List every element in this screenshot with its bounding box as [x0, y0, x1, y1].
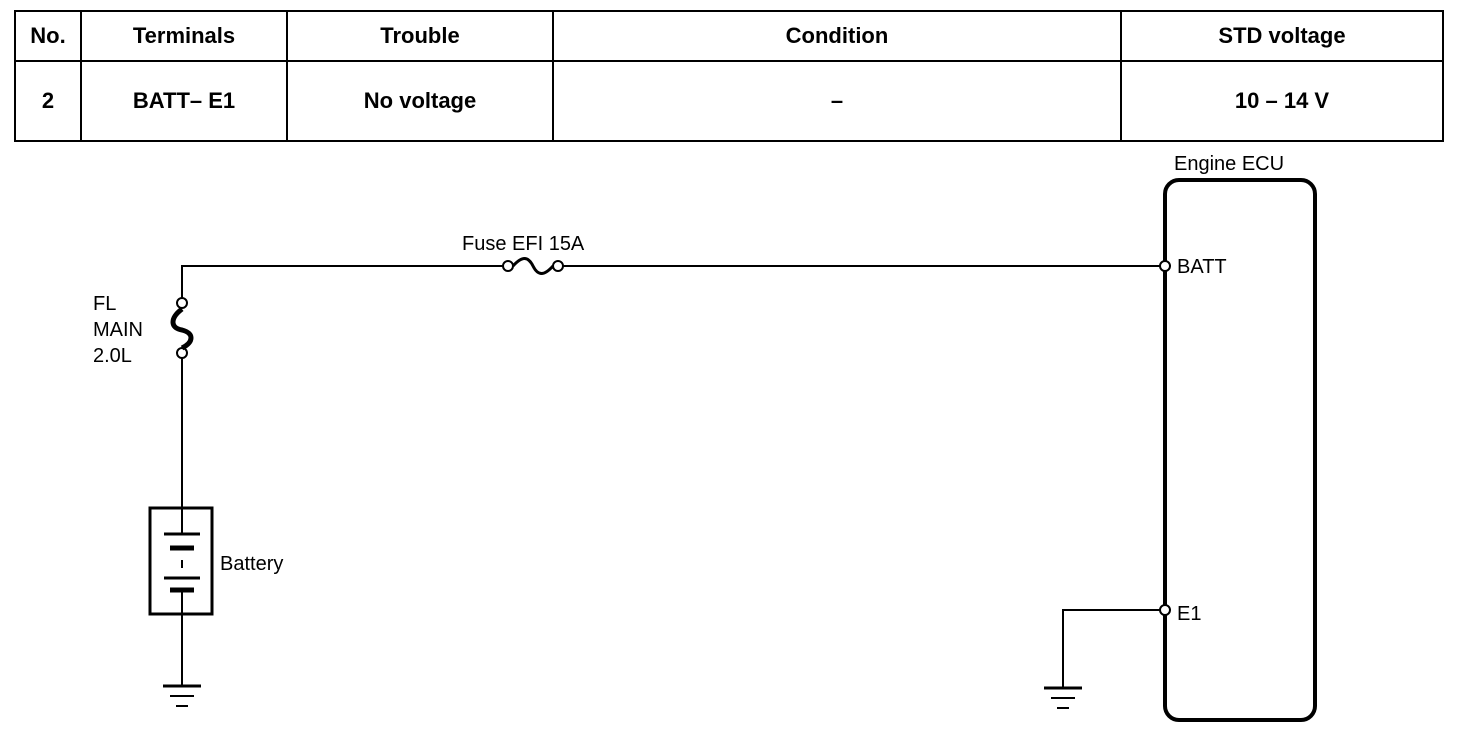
cell-terminals: BATT– E1 — [80, 60, 288, 142]
header-no: No. — [14, 10, 82, 62]
fusible-link-icon — [170, 297, 194, 359]
fl-main-label-line3: 2.0L — [93, 345, 132, 367]
ground-icon — [163, 684, 201, 707]
fl-main-label-line2: MAIN — [93, 319, 143, 341]
fl-main-label-line1: FL — [93, 293, 116, 315]
e1-terminal-node — [1159, 604, 1171, 616]
wire-batt — [181, 265, 1165, 303]
table-header-row: No. Terminals Trouble Condition STD volt… — [14, 10, 1444, 62]
cell-trouble: No voltage — [286, 60, 554, 142]
header-condition: Condition — [552, 10, 1122, 62]
wire-e1-ground — [1062, 609, 1160, 688]
battery-icon — [148, 506, 214, 616]
battery-label: Battery — [220, 553, 283, 575]
spec-table: No. Terminals Trouble Condition STD volt… — [14, 10, 1444, 142]
cell-std-voltage: 10 – 14 V — [1120, 60, 1444, 142]
cell-condition: – — [552, 60, 1122, 142]
fuse-icon — [502, 257, 564, 275]
ground-icon — [1044, 686, 1082, 709]
cell-no: 2 — [14, 60, 82, 142]
fuse-efi-label: Fuse EFI 15A — [462, 233, 585, 255]
engine-ecu-label: Engine ECU — [1174, 153, 1284, 175]
batt-terminal-node — [1159, 260, 1171, 272]
e1-terminal-label: E1 — [1177, 603, 1201, 625]
table-row: 2 BATT– E1 No voltage – 10 – 14 V — [14, 60, 1444, 142]
batt-terminal-label: BATT — [1177, 256, 1227, 278]
header-terminals: Terminals — [80, 10, 288, 62]
engine-ecu-box — [1163, 178, 1317, 722]
header-trouble: Trouble — [286, 10, 554, 62]
header-std-voltage: STD voltage — [1120, 10, 1444, 62]
